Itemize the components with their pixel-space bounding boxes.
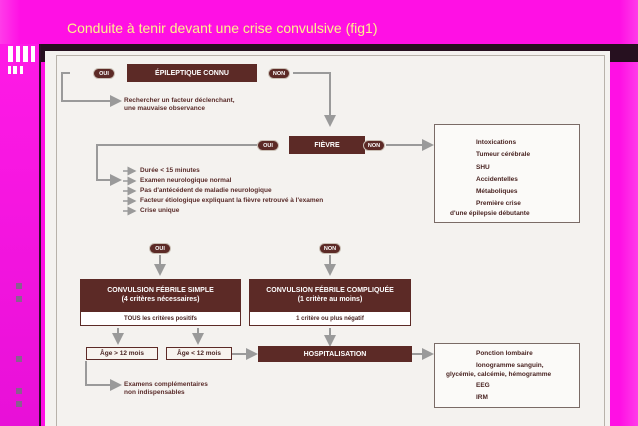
arrow-non-fievre — [293, 72, 336, 127]
left-strip — [0, 44, 39, 426]
deco-bullet — [16, 388, 22, 394]
arrow-oui-criteria — [96, 144, 263, 186]
text-exams-2: non indispensables — [124, 389, 185, 396]
box-convulsion-compliquee: CONVULSION FÉBRILE COMPLIQUÉE (1 critère… — [249, 279, 411, 311]
deco-square — [8, 66, 11, 74]
deco-square — [31, 46, 35, 62]
arrow-oui-rechercher — [61, 72, 122, 107]
box-fievre: FIÈVRE — [289, 136, 365, 154]
slide-title: Conduite à tenir devant une crise convul… — [67, 20, 378, 36]
figure-frame — [56, 55, 605, 426]
complex-title: CONVULSION FÉBRILE COMPLIQUÉE — [266, 287, 394, 294]
deco-square — [16, 46, 20, 62]
box-age-lt-12: Âge < 12 mois — [166, 347, 232, 360]
deco-square — [8, 46, 13, 62]
text-exams-1: Examens complémentaires — [124, 381, 208, 388]
left-rule — [39, 44, 41, 426]
box-convulsion-simple: CONVULSION FÉBRILE SIMPLE (4 critères né… — [80, 279, 241, 311]
deco-square — [23, 46, 28, 62]
deco-square — [13, 66, 17, 74]
deco-bullet — [16, 356, 22, 362]
arrow-age-gt-exams — [85, 361, 122, 391]
complex-subtitle: (1 critère au moins) — [297, 296, 363, 303]
tests-box — [434, 343, 580, 408]
pill-non-fievre: NON — [363, 140, 385, 151]
pill-oui-epileptique: OUI — [93, 68, 115, 79]
simple-title: CONVULSION FÉBRILE SIMPLE — [107, 287, 214, 294]
test-item: Ionogramme sanguin, — [476, 362, 544, 369]
criteria-item: Facteur étiologique expliquant la fièvre… — [140, 197, 324, 204]
test-item: glycémie, calcémie, hémogramme — [446, 371, 552, 378]
box-hospitalisation: HOSPITALISATION — [258, 346, 412, 362]
complex-footer: 1 critère ou plus négatif — [249, 311, 411, 326]
test-item: IRM — [476, 394, 488, 401]
pill-oui-criteres: OUI — [149, 243, 171, 254]
cause-item: Tumeur cérébrale — [476, 151, 531, 158]
cause-item: Première crise — [476, 200, 521, 207]
deco-bullet — [16, 296, 22, 302]
cause-item: Accidentelles — [476, 176, 518, 183]
cause-item: d'une épilepsie débutante — [450, 210, 530, 217]
criteria-item: Crise unique — [140, 207, 180, 214]
criteria-item: Pas d'antécédent de maladie neurologique — [140, 187, 272, 194]
deco-bullet — [16, 283, 22, 289]
pill-non-criteres: NON — [319, 243, 341, 254]
box-epileptique-connu: ÉPILEPTIQUE CONNU — [127, 64, 257, 82]
test-item: Ponction lombaire — [476, 350, 533, 357]
box-age-gt-12: Âge > 12 mois — [86, 347, 158, 360]
simple-footer: TOUS les critères positifs — [80, 311, 241, 326]
causes-box — [434, 124, 580, 223]
cause-item: Intoxications — [476, 139, 517, 146]
text-rechercher-2: une mauvaise observance — [124, 105, 205, 112]
pill-non-epileptique: NON — [268, 68, 290, 79]
cause-item: SHU — [476, 164, 490, 171]
cause-item: Métaboliques — [476, 188, 518, 195]
simple-subtitle: (4 critères nécessaires) — [121, 296, 200, 303]
deco-square — [20, 66, 23, 74]
criteria-item: Durée < 15 minutes — [140, 167, 200, 174]
criteria-item: Examen neurologique normal — [140, 177, 232, 184]
deco-bullet — [16, 401, 22, 407]
test-item: EEG — [476, 382, 490, 389]
pill-oui-fievre: OUI — [257, 140, 279, 151]
text-rechercher-1: Rechercher un facteur déclenchant, — [124, 97, 235, 104]
